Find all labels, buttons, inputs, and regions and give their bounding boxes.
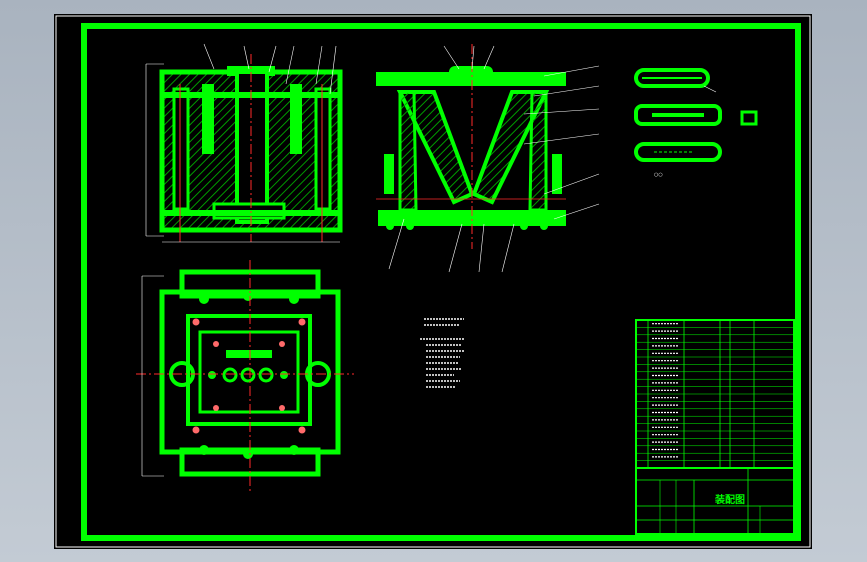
svg-text:○○: ○○: [654, 172, 663, 178]
part-detail-views: ○○: [634, 68, 758, 178]
sheet-outer-border: [55, 15, 811, 548]
plan-view: [136, 260, 354, 492]
title-block: [635, 467, 795, 535]
cad-drawing-canvas: ○○: [54, 14, 812, 549]
parts-list-rows: [636, 323, 794, 461]
assembly-drawing: ○○: [55, 15, 811, 548]
sheet-frame: [81, 23, 801, 541]
parts-list-table: [635, 319, 795, 469]
title-block-drawing-title: 装配图: [715, 495, 745, 506]
front-section-view: [145, 43, 343, 243]
side-section-view: [376, 44, 600, 273]
technical-notes: [420, 318, 464, 388]
